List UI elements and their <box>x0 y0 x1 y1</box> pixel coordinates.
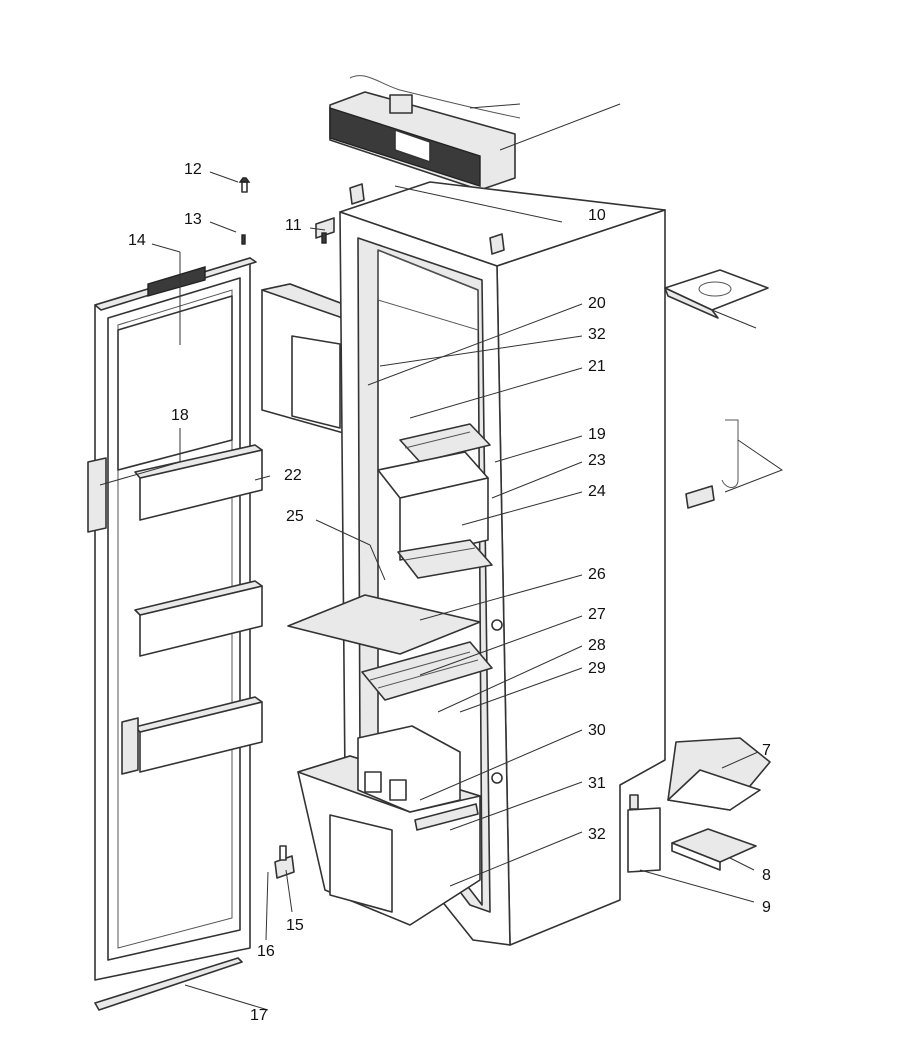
callout-10: 10 <box>588 207 606 224</box>
callout-32-lower: 32 <box>588 826 606 843</box>
fan-cover <box>664 269 769 319</box>
callout-labels: 7 8 9 10 11 12 13 14 15 16 17 18 19 20 2… <box>128 161 771 1024</box>
door-hinge-side <box>87 457 107 533</box>
callout-14: 14 <box>128 232 146 249</box>
callout-11: 11 <box>285 217 302 234</box>
callout-20: 20 <box>588 295 606 312</box>
callout-22: 22 <box>284 467 302 484</box>
bottom-hinge <box>274 845 295 879</box>
drawer-rail <box>414 803 479 831</box>
callout-9: 9 <box>762 899 771 916</box>
callout-28: 28 <box>588 637 606 654</box>
callout-27: 27 <box>588 606 606 623</box>
shelf-glass <box>287 594 481 655</box>
door-shelf-top <box>134 444 263 521</box>
callout-18: 18 <box>171 407 189 424</box>
callout-26: 26 <box>588 566 606 583</box>
callout-17: 17 <box>250 1007 268 1024</box>
callout-23: 23 <box>588 452 606 469</box>
callout-31: 31 <box>588 775 606 792</box>
electronic-module <box>671 828 757 871</box>
hinge-bushing <box>241 234 246 245</box>
freezer-shelf <box>399 423 491 463</box>
callout-16: 16 <box>257 943 275 960</box>
wire-shelf-middle <box>397 539 493 579</box>
callout-8: 8 <box>762 867 771 884</box>
callout-25: 25 <box>286 508 304 525</box>
callout-21: 21 <box>588 358 606 375</box>
top-hinge <box>315 217 335 244</box>
callout-12: 12 <box>184 161 202 178</box>
callout-32-upper: 32 <box>588 326 606 343</box>
door-shelf-bottom <box>121 696 263 775</box>
callout-30: 30 <box>588 722 606 739</box>
callout-15: 15 <box>286 917 304 934</box>
crisper-divider <box>357 725 461 813</box>
door-shelf-middle <box>134 580 263 657</box>
callout-13: 13 <box>184 211 202 228</box>
drip-tray <box>377 451 489 561</box>
callout-29: 29 <box>588 660 606 677</box>
callout-7: 7 <box>762 742 771 759</box>
compressor-mount <box>627 794 661 873</box>
control-housing <box>329 75 521 191</box>
leader-lines <box>99 103 759 1011</box>
callout-24: 24 <box>588 483 606 500</box>
compressor-cover <box>667 737 771 811</box>
wiring-harness <box>685 419 784 509</box>
callout-19: 19 <box>588 426 606 443</box>
wire-shelf-lower <box>361 641 493 701</box>
hinge-pin <box>238 177 251 193</box>
bottom-door-rail <box>94 957 243 1011</box>
